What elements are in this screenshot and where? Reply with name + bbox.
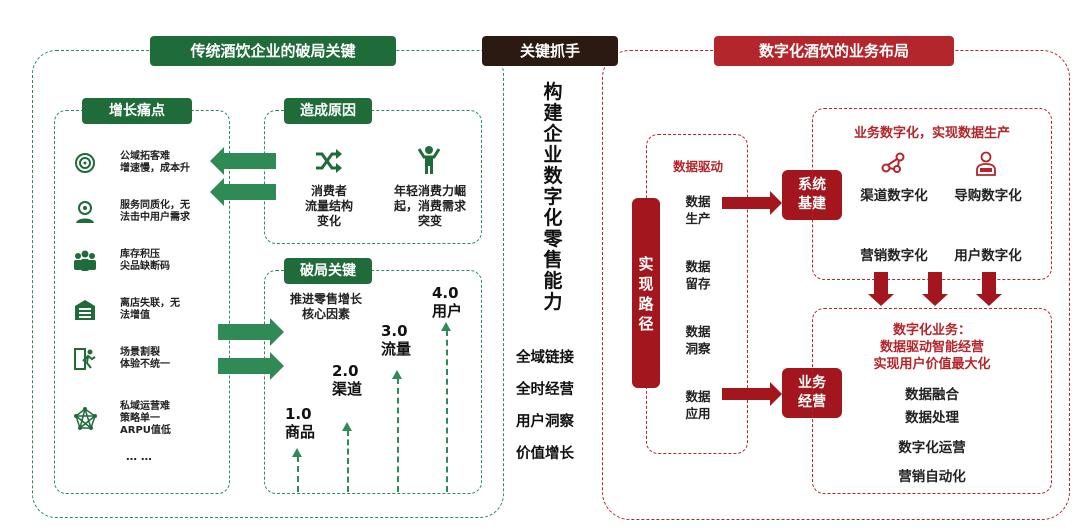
business-item: 营销自动化 [898, 469, 966, 485]
network-icon [72, 406, 98, 432]
step-2: 2.0 渠道 [332, 362, 362, 398]
pain-item: 服务同质化，无 法击中用户需求 [72, 199, 220, 225]
cause-text: 消费者 流量结构 变化 [304, 184, 353, 228]
data-step: 数据 应用 [685, 389, 711, 421]
pain-title: 增长痛点 [82, 98, 192, 124]
channel-link-icon [880, 151, 906, 179]
key-item: 全时经营 [516, 382, 574, 398]
breakthrough-box [264, 270, 482, 494]
step-num: 4.0 [432, 284, 459, 302]
path-label: 实现路径 [632, 198, 660, 388]
step-num: 1.0 [285, 405, 312, 423]
shuffle-icon [314, 149, 342, 177]
pain-item: 私域运营难 策略单一 ARPU值低 [72, 401, 220, 437]
runner-door-icon [72, 346, 98, 372]
cause-box [264, 110, 482, 244]
left-header: 传统酒饮企业的破局关键 [150, 36, 396, 66]
key-item: 全域链接 [516, 350, 574, 366]
step-arrow-4 [441, 322, 451, 492]
data-step: 数据 生产 [685, 194, 711, 226]
arrow-left-2 [210, 178, 276, 206]
store-list-icon [72, 297, 98, 323]
pain-more: … … [126, 450, 152, 463]
step-num: 2.0 [332, 362, 359, 380]
target-user-icon [72, 199, 98, 225]
step-arrow-3 [392, 370, 402, 492]
breakthrough-subtitle: 推进零售增长 核心因素 [289, 292, 362, 321]
key-item: 价值增长 [516, 446, 574, 462]
step-num: 3.0 [381, 322, 408, 340]
pain-item: 公域拓客难 增速慢，成本升 [72, 150, 220, 176]
digital-business-title: 数字化业务： 数据驱动智能经营 实现用户价值最大化 [873, 323, 991, 372]
data-step: 数据 洞察 [685, 324, 711, 356]
arrow-right-2 [218, 352, 284, 380]
step-3: 3.0 流量 [381, 322, 411, 358]
people-group-icon [72, 248, 98, 274]
center-header: 关键抓手 [482, 36, 618, 66]
down-arrow-2 [922, 272, 948, 306]
pain-text: 场景割裂 体验不统一 [120, 347, 170, 370]
step-arrow-2 [342, 422, 352, 492]
business-item: 数字化运营 [898, 440, 966, 456]
digital-item: 营销数字化 [860, 248, 928, 264]
step-label: 流量 [381, 340, 412, 358]
pain-item: 库存积压 尖品缺断码 [72, 248, 220, 274]
digital-item: 用户数字化 [954, 248, 1022, 264]
step-label: 渠道 [332, 380, 363, 398]
business-digital-title: 业务数字化，实现数据生产 [853, 126, 1010, 141]
pain-item: 场景割裂 体验不统一 [72, 346, 220, 372]
center-title: 构建企业数字化零售能力 [543, 81, 563, 313]
business-item: 数据处理 [905, 410, 959, 426]
pain-text: 离店失联，无 法增值 [120, 298, 180, 321]
step-label: 商品 [285, 423, 316, 441]
cause-title: 造成原因 [284, 98, 372, 124]
data-drive-label: 数据驱动 [672, 159, 723, 174]
step-label: 用户 [432, 302, 463, 320]
breakthrough-title: 破局关键 [284, 258, 372, 284]
arrow-to-system [722, 191, 782, 215]
arrow-to-business [722, 382, 782, 406]
step-arrow-1 [292, 448, 302, 492]
data-step: 数据 留存 [685, 259, 711, 291]
digital-business-box [812, 308, 1052, 494]
staff-icon [974, 150, 998, 180]
arrow-left-1 [210, 147, 276, 175]
cause-text: 年轻消费力崛 起，消费需求 突变 [393, 184, 466, 228]
down-arrow-1 [868, 272, 894, 306]
step-4: 4.0 用户 [432, 284, 462, 320]
digital-item: 渠道数字化 [860, 188, 928, 204]
right-header: 数字化酒饮的业务布局 [714, 36, 954, 66]
business-item: 数据融合 [905, 387, 959, 403]
arrow-right-1 [218, 318, 284, 346]
pain-text: 服务同质化，无 法击中用户需求 [120, 200, 190, 223]
snail-icon [72, 150, 98, 176]
pain-item: 离店失联，无 法增值 [72, 297, 220, 323]
pain-text: 私域运营难 策略单一 ARPU值低 [120, 401, 171, 436]
digital-item: 导购数字化 [954, 188, 1022, 204]
key-item: 用户洞察 [516, 414, 574, 430]
person-arms-up-icon [417, 145, 441, 179]
pain-text: 公域拓客难 增速慢，成本升 [120, 151, 190, 174]
pain-text: 库存积压 尖品缺断码 [120, 249, 170, 272]
step-1: 1.0 商品 [285, 405, 315, 441]
down-arrow-3 [976, 272, 1002, 306]
